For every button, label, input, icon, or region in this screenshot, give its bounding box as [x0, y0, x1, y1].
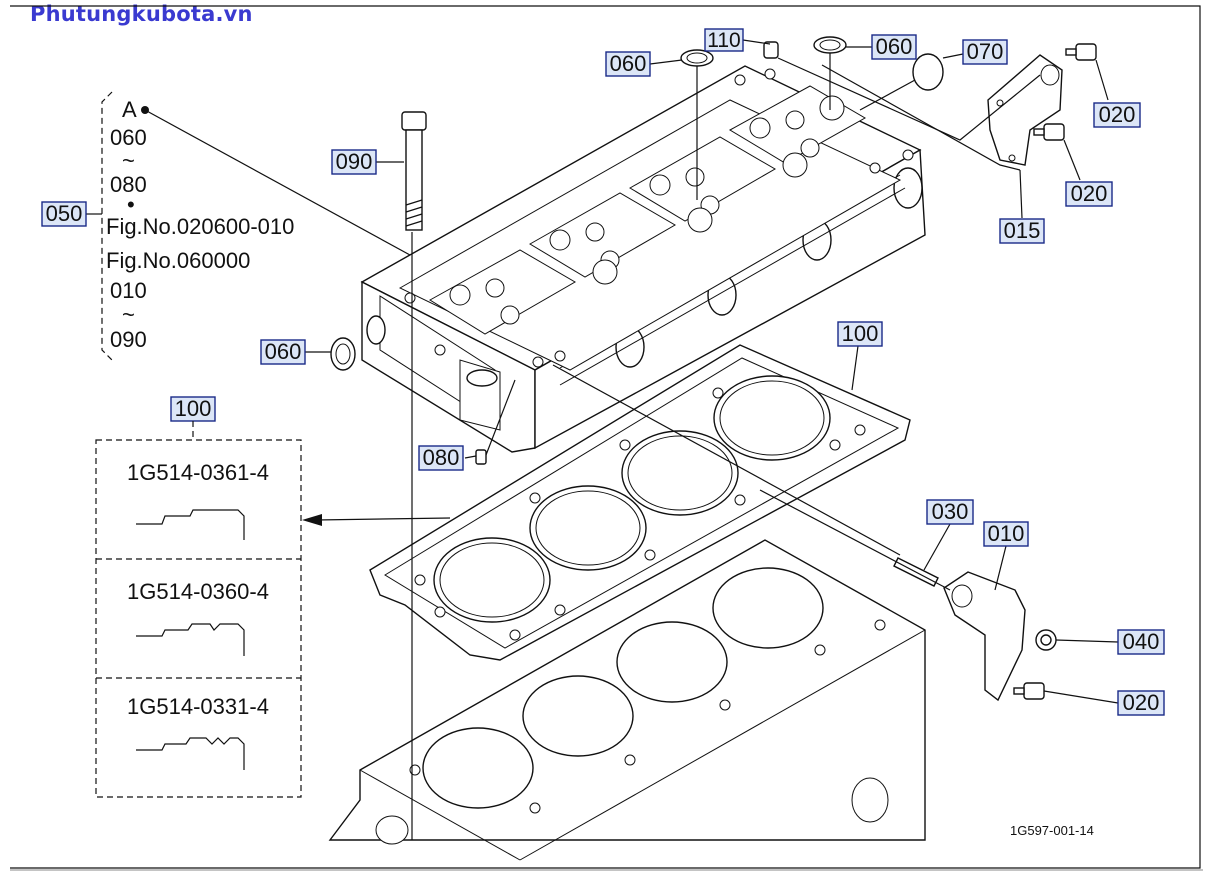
svg-text:050: 050	[46, 201, 83, 226]
drawing-code: 1G597-001-14	[1010, 823, 1094, 838]
callout-070[interactable]: 070	[962, 39, 1008, 65]
svg-text:060: 060	[110, 125, 147, 150]
svg-text:~: ~	[122, 302, 135, 327]
callout-060-top-left[interactable]: 060	[605, 51, 651, 77]
bolt-020-b	[1033, 123, 1065, 141]
svg-text:•: •	[127, 192, 135, 217]
callout-100-box[interactable]: 100	[170, 396, 216, 422]
callout-020-c[interactable]: 020	[1117, 690, 1165, 716]
svg-text:060: 060	[265, 339, 302, 364]
cap-070	[912, 53, 944, 91]
bolt-020-a	[1065, 43, 1097, 61]
callout-080[interactable]: 080	[418, 445, 464, 471]
svg-text:090: 090	[110, 327, 147, 352]
svg-text:060: 060	[876, 34, 913, 59]
svg-text:040: 040	[1123, 629, 1160, 654]
callout-090[interactable]: 090	[331, 149, 377, 175]
bolt-020-c	[1013, 682, 1045, 700]
group-050: 050 A 060 ~ 080 • Fig.No.020600-010 Fig.…	[41, 91, 294, 361]
svg-text:100: 100	[842, 321, 879, 346]
callout-010[interactable]: 010	[983, 521, 1029, 547]
plug-080	[475, 449, 487, 465]
svg-text:080: 080	[423, 445, 460, 470]
svg-text:1G514-0360-4: 1G514-0360-4	[127, 579, 269, 604]
svg-text:Fig.No.060000: Fig.No.060000	[106, 248, 250, 273]
gasket-variant-2[interactable]: 1G514-0360-4	[127, 579, 269, 656]
svg-text:015: 015	[1004, 218, 1041, 243]
callout-040[interactable]: 040	[1117, 629, 1165, 655]
gasket-variants-box: 100 1G514-0361-4 1G514-0360-4 1G514-0331…	[95, 396, 451, 798]
svg-text:030: 030	[932, 499, 969, 524]
svg-text:010: 010	[110, 278, 147, 303]
svg-text:1G514-0331-4: 1G514-0331-4	[127, 694, 269, 719]
callout-050[interactable]: 050	[41, 201, 87, 227]
head-gasket-illustration	[369, 344, 911, 661]
svg-text:100: 100	[175, 396, 212, 421]
plug-110	[763, 41, 779, 59]
drawing-frame	[10, 5, 1201, 869]
head-bolt-090	[401, 111, 427, 840]
svg-text:070: 070	[967, 39, 1004, 64]
svg-text:020: 020	[1071, 181, 1108, 206]
svg-text:010: 010	[988, 521, 1025, 546]
callout-020-b[interactable]: 020	[1065, 181, 1113, 207]
gasket-variant-1[interactable]: 1G514-0361-4	[127, 460, 269, 540]
svg-text:020: 020	[1099, 102, 1136, 127]
callout-030[interactable]: 030	[926, 499, 974, 525]
callout-060-top-right[interactable]: 060	[871, 34, 917, 60]
svg-text:A: A	[122, 97, 137, 122]
svg-text:Fig.No.020600-010: Fig.No.020600-010	[106, 214, 294, 239]
leader-lines	[141, 39, 1119, 704]
svg-text:1G514-0361-4: 1G514-0361-4	[127, 460, 269, 485]
callout-015[interactable]: 015	[999, 218, 1045, 244]
svg-text:110: 110	[707, 29, 740, 52]
svg-text:090: 090	[336, 149, 373, 174]
callout-110[interactable]: 110	[704, 28, 744, 52]
gasket-variant-3[interactable]: 1G514-0331-4	[127, 694, 269, 770]
callout-100-gasket[interactable]: 100	[837, 321, 883, 347]
svg-text:020: 020	[1123, 690, 1160, 715]
callout-020-a[interactable]: 020	[1093, 102, 1141, 128]
engine-block-illustration	[328, 539, 926, 861]
callout-060-side[interactable]: 060	[260, 339, 306, 365]
svg-text:060: 060	[610, 51, 647, 76]
svg-text:~: ~	[122, 148, 135, 173]
nut-040	[1035, 629, 1057, 651]
cylinder-head-illustration	[360, 65, 926, 453]
svg-text:080: 080	[110, 172, 147, 197]
